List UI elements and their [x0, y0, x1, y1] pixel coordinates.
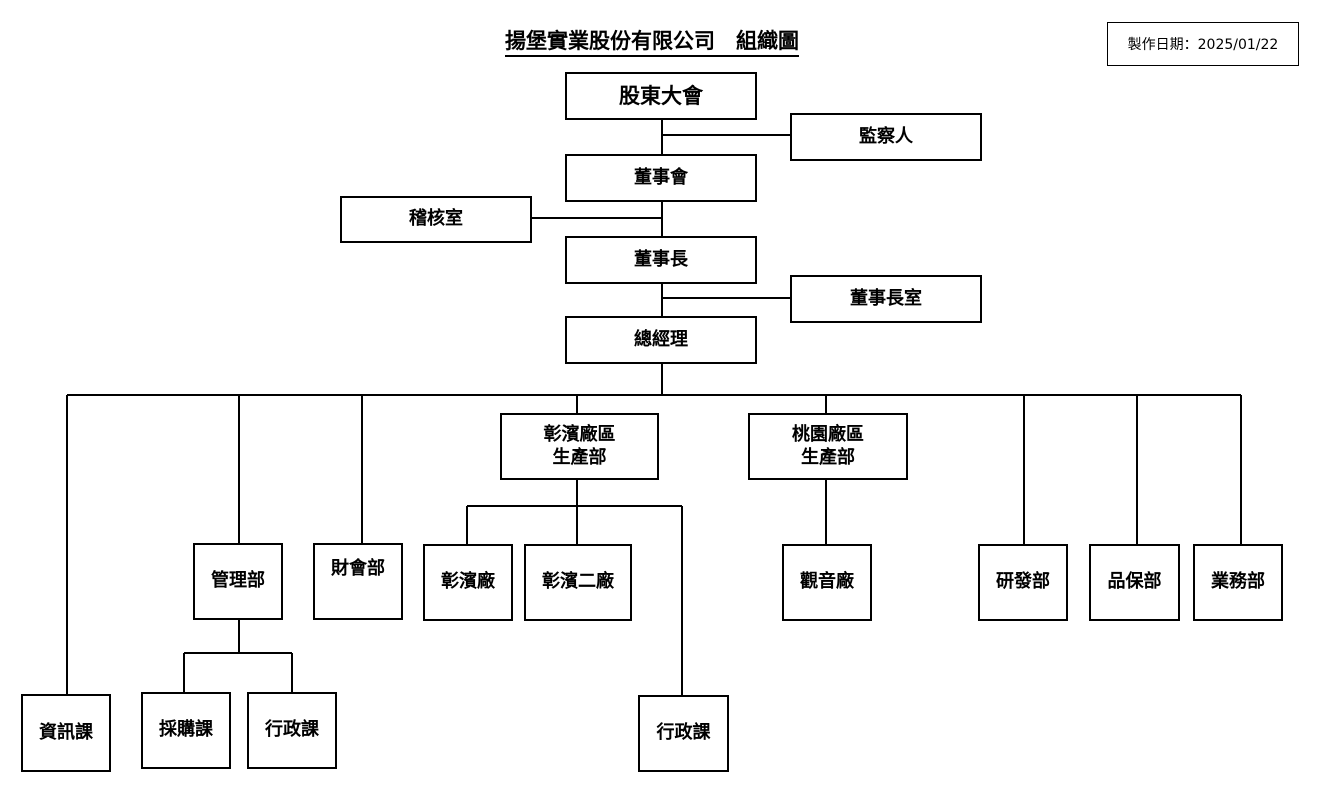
node-guanyin-factory: 觀音廠 — [782, 544, 872, 621]
node-audit-office: 稽核室 — [340, 196, 532, 243]
node-chairman-office: 董事長室 — [790, 275, 982, 323]
node-chairman: 董事長 — [565, 236, 757, 284]
node-admin-section-plant: 行政課 — [638, 695, 729, 772]
node-sales-dept: 業務部 — [1193, 544, 1283, 621]
chart-title: 揚堡實業股份有限公司 組織圖 — [505, 28, 799, 57]
node-management-dept: 管理部 — [193, 543, 283, 620]
date-label: 製作日期：2025/01/22 — [1107, 22, 1299, 66]
node-changbin-plant-production: 彰濱廠區 生產部 — [500, 413, 659, 480]
node-qa-dept: 品保部 — [1089, 544, 1180, 621]
node-changbin-factory: 彰濱廠 — [423, 544, 513, 621]
node-finance-dept: 財會部 — [313, 543, 403, 620]
node-general-manager: 總經理 — [565, 316, 757, 364]
node-board: 董事會 — [565, 154, 757, 202]
node-purchasing-section: 採購課 — [141, 692, 231, 769]
node-taoyuan-plant-production: 桃園廠區 生產部 — [748, 413, 908, 480]
node-rnd-dept: 研發部 — [978, 544, 1068, 621]
node-shareholders: 股東大會 — [565, 72, 757, 120]
node-admin-section-management: 行政課 — [247, 692, 337, 769]
node-it-section: 資訊課 — [21, 694, 111, 772]
node-supervisor: 監察人 — [790, 113, 982, 161]
node-changbin-second-factory: 彰濱二廠 — [524, 544, 632, 621]
